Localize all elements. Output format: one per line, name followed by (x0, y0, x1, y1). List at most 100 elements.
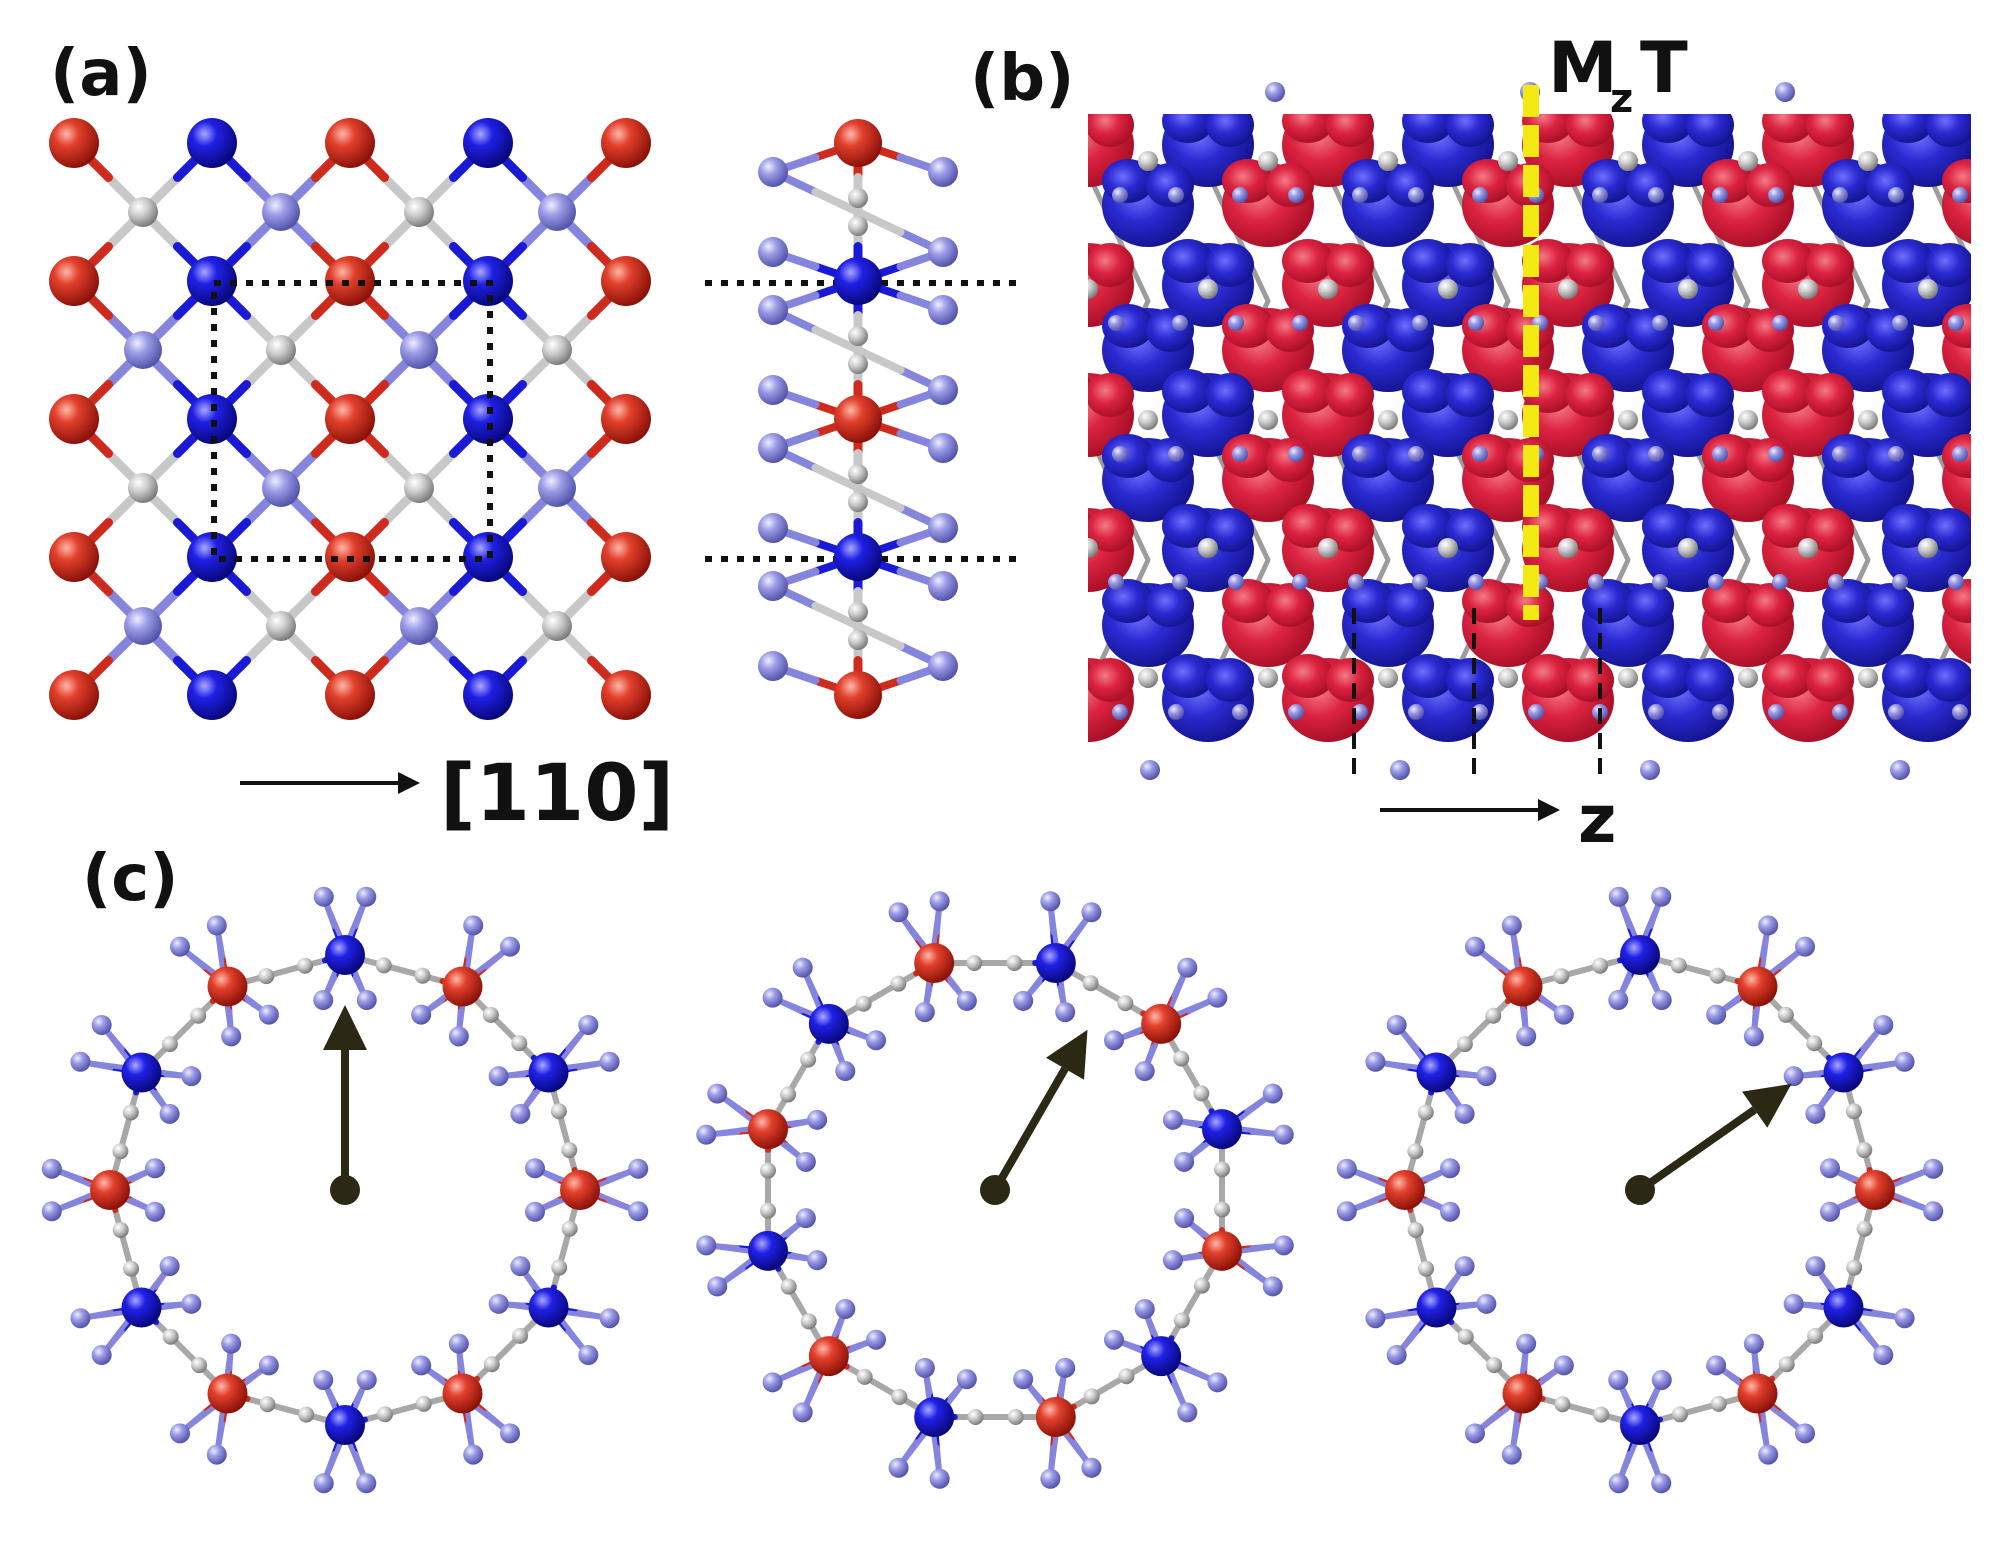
gray-atom (856, 1368, 873, 1385)
gray-atom (258, 968, 275, 985)
lightblue-atom (1440, 1201, 1461, 1222)
lightblue-atom (221, 1026, 242, 1047)
panel-b-isosurfaces (1088, 114, 1971, 742)
polarization-arrow (323, 1005, 367, 1205)
lightblue-atom (1805, 1256, 1826, 1277)
lightblue-atom (807, 1109, 828, 1130)
lightblue-atom (1055, 1357, 1076, 1378)
lightblue-atom (928, 237, 958, 267)
lightblue-atom (70, 1051, 91, 1072)
red-atom (325, 670, 375, 720)
red-atom (442, 1373, 483, 1414)
lightblue-atom (1112, 704, 1128, 720)
lightblue-atom (1108, 315, 1124, 331)
lightblue-atom (956, 990, 977, 1011)
lightblue-atom (1412, 315, 1428, 331)
gray-atom (1778, 1356, 1795, 1373)
lightblue-atom (758, 651, 788, 681)
gray-atom (375, 957, 392, 974)
gray-atom (1856, 1142, 1873, 1159)
red-density-lobe (1462, 159, 1554, 247)
lightblue-atom (1103, 1329, 1124, 1350)
gray-atom (1018, 151, 1038, 171)
lightblue-atom (1651, 1473, 1672, 1494)
lightblue-atom (1743, 1333, 1764, 1354)
lightblue-atom (807, 1250, 828, 1271)
lightblue-atom (1048, 704, 1064, 720)
lightblue-atom (41, 1201, 62, 1222)
lightblue-atom (1168, 446, 1184, 462)
polarization-arrow (980, 1029, 1088, 1205)
blue-atom (528, 1052, 569, 1093)
red-atom (834, 395, 882, 443)
gray-atom (1798, 279, 1818, 299)
lightblue-atom (1273, 1124, 1294, 1145)
lightblue-atom (159, 1256, 180, 1277)
lightblue-atom (1013, 990, 1034, 1011)
blue-density-lobe (1102, 579, 1194, 667)
direction-z-arrow (1380, 799, 1560, 821)
lightblue-atom (1177, 1402, 1198, 1423)
lightblue-atom (400, 607, 438, 645)
gray-atom (1378, 410, 1398, 430)
lightblue-atom (1832, 187, 1848, 203)
lightblue-atom (1952, 704, 1968, 720)
red-atom (601, 394, 651, 444)
gray-atom (123, 1260, 140, 1277)
panel-c-label: (c) (82, 842, 178, 916)
lightblue-atom (1040, 1468, 1061, 1489)
lightblue-atom (795, 1208, 816, 1229)
gray-atom (1553, 968, 1570, 985)
lightblue-atom (1890, 760, 1910, 780)
gray-atom (967, 1408, 984, 1425)
gray-atom (1738, 410, 1758, 430)
gray-atom (1198, 538, 1218, 558)
lightblue-atom (992, 187, 1008, 203)
panel-c-rings (41, 886, 1944, 1494)
lightblue-atom (1476, 1066, 1497, 1087)
red-atom (560, 1170, 600, 1210)
lightblue-atom (70, 1308, 91, 1329)
lightblue-atom (1819, 1201, 1840, 1222)
gray-atom (1378, 668, 1398, 688)
red-atom (601, 670, 651, 720)
panel-b: (b) M z T z (970, 27, 1971, 858)
lightblue-atom (1292, 574, 1308, 590)
lightblue-atom (1640, 760, 1660, 780)
lightblue-atom (169, 1423, 190, 1444)
lightblue-atom (928, 433, 958, 463)
red-density-lobe (1702, 159, 1794, 247)
lightblue-atom (628, 1158, 649, 1179)
lightblue-atom (488, 1066, 509, 1087)
gray-atom (848, 354, 868, 374)
gray-atom (848, 326, 868, 346)
lightblue-atom (1894, 1308, 1915, 1329)
lightblue-atom (1795, 1423, 1816, 1444)
lightblue-atom (1408, 187, 1424, 203)
lightblue-atom (928, 651, 958, 681)
lightblue-atom (992, 446, 1008, 462)
lightblue-atom (1468, 315, 1484, 331)
gray-atom (848, 216, 868, 236)
lightblue-atom (707, 1083, 728, 1104)
gray-atom (1407, 1143, 1424, 1160)
lightblue-atom (1464, 936, 1485, 957)
blue-atom (187, 532, 237, 582)
lightblue-atom (206, 915, 227, 936)
blue-density-lobe (1582, 579, 1674, 667)
lightblue-atom (1232, 704, 1248, 720)
mirror-label-t: T (1640, 27, 1688, 109)
lightblue-atom (510, 1103, 531, 1124)
gray-atom (512, 1327, 529, 1344)
lightblue-atom (1232, 187, 1248, 203)
lightblue-atom (1528, 704, 1544, 720)
gray-atom (780, 1278, 797, 1295)
lightblue-atom (914, 1357, 935, 1378)
lightblue-atom (1783, 1293, 1804, 1314)
lightblue-atom (928, 295, 958, 325)
blue-atom (834, 257, 882, 305)
lightblue-atom (792, 1402, 813, 1423)
lightblue-atom (1516, 1333, 1537, 1354)
gray-atom (483, 1356, 500, 1373)
